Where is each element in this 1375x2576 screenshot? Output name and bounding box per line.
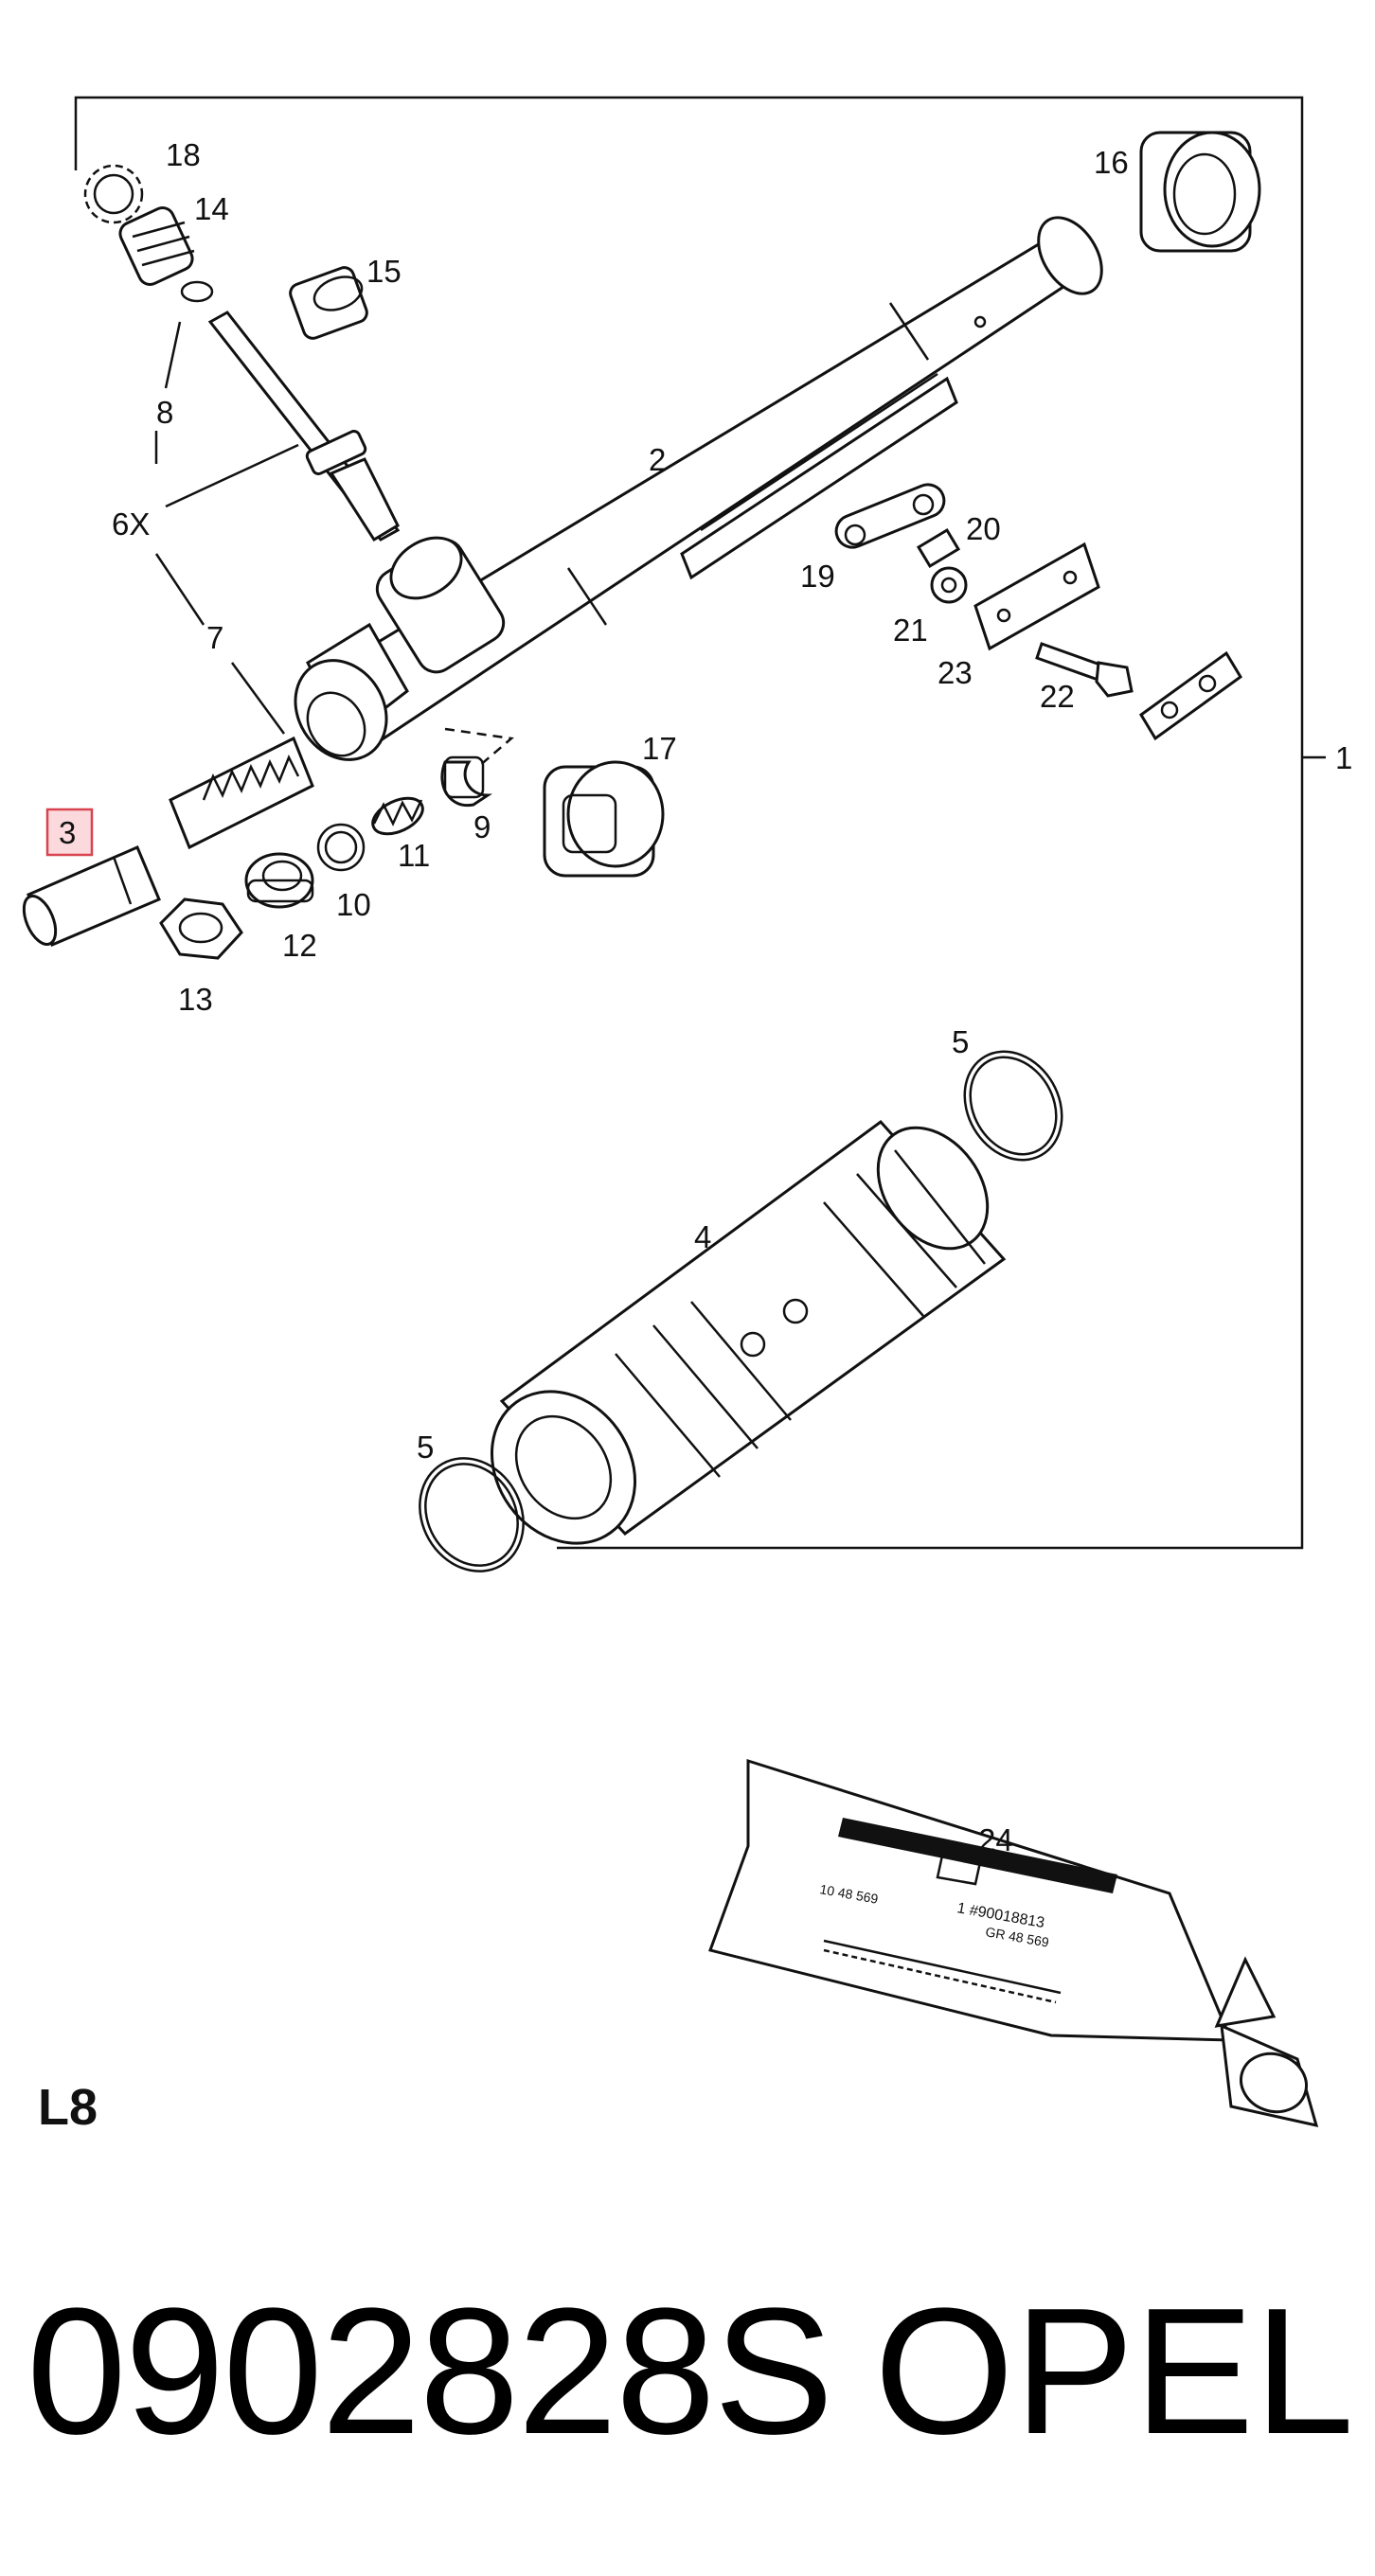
leader-lines [154, 321, 299, 735]
section-code: L8 [38, 2079, 98, 2136]
rack-housing[interactable] [310, 206, 1115, 750]
callout-11: 11 [398, 838, 430, 873]
callout-19: 19 [800, 559, 835, 594]
callout-10: 10 [336, 887, 371, 922]
callout-16: 16 [1094, 145, 1129, 180]
grease-tube[interactable] [708, 1758, 1319, 2128]
callout-13: 13 [178, 982, 213, 1017]
callout-23: 23 [938, 655, 973, 690]
callout-5-upper: 5 [952, 1024, 969, 1059]
callout-1: 1 [1335, 740, 1352, 775]
mounting-bush-left[interactable] [543, 760, 665, 878]
pinion-shaft[interactable] [207, 311, 401, 542]
callout-20: 20 [966, 511, 1001, 546]
callout-6x: 6X [112, 506, 150, 542]
sealing-ring[interactable] [316, 823, 366, 872]
callout-22: 22 [1040, 679, 1075, 714]
bolt[interactable] [1035, 642, 1134, 698]
adjusting-plug[interactable] [244, 852, 314, 909]
boot-clamp-lower[interactable] [400, 1439, 544, 1590]
part-number: 0902828S [27, 2271, 833, 2472]
callout-7: 7 [206, 620, 223, 655]
gearbox-body[interactable] [277, 525, 511, 776]
adjuster-nut[interactable] [116, 204, 196, 289]
bellows-boot[interactable] [462, 1107, 1009, 1572]
boot-clamp-upper[interactable] [945, 1034, 1080, 1178]
callout-12: 12 [282, 928, 317, 963]
pressure-spring[interactable] [367, 791, 428, 842]
snap-ring[interactable] [83, 164, 144, 224]
mounting-bush-right[interactable] [1139, 131, 1261, 253]
callout-5-lower: 5 [417, 1430, 434, 1465]
lock-plate[interactable] [916, 527, 961, 569]
callout-8: 8 [156, 395, 173, 430]
callout-4: 4 [694, 1219, 711, 1254]
callout-3-highlight [45, 808, 94, 857]
lock-nut[interactable] [159, 897, 243, 960]
callout-9: 9 [473, 809, 491, 844]
callout-14: 14 [194, 191, 229, 226]
dust-cap[interactable] [18, 845, 161, 949]
tie-rod-link[interactable] [831, 480, 949, 552]
callout-2: 2 [649, 442, 666, 477]
needle-bearing[interactable] [288, 265, 369, 341]
assembly-bracket [74, 96, 1304, 1550]
brand-name: OPEL [874, 2271, 1354, 2472]
locking-plate[interactable] [973, 542, 1100, 651]
callout-15: 15 [366, 254, 402, 289]
thrust-clip[interactable] [440, 727, 514, 808]
gasket-plate[interactable] [1139, 650, 1242, 741]
washer[interactable] [930, 566, 968, 604]
rack-spring[interactable] [169, 736, 314, 850]
o-ring[interactable] [180, 280, 214, 303]
callout-18: 18 [166, 137, 201, 172]
callout-21: 21 [893, 613, 928, 648]
callout-24: 24 [978, 1822, 1013, 1857]
callout-3: 3 [59, 815, 76, 850]
callout-17: 17 [642, 731, 677, 766]
